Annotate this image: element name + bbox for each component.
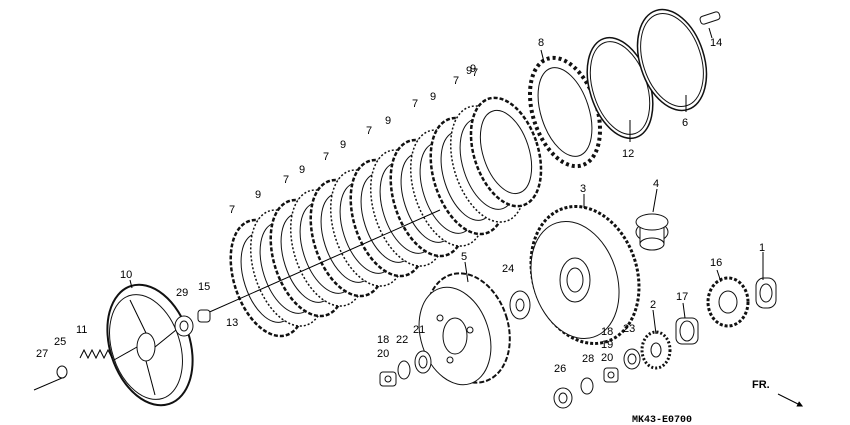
callout-13: 13 bbox=[226, 317, 238, 329]
plate-7g bbox=[469, 96, 543, 208]
callout-25: 25 bbox=[54, 336, 66, 348]
callout-9c: 9 bbox=[340, 139, 346, 151]
callout-9g: 9 bbox=[470, 63, 476, 75]
callout-7f: 7 bbox=[453, 75, 459, 87]
callout-9d: 9 bbox=[385, 115, 391, 127]
callout-26: 26 bbox=[554, 363, 566, 375]
bearing-26 bbox=[553, 387, 573, 409]
clutch-center-5 bbox=[418, 272, 511, 386]
callout-2: 2 bbox=[650, 299, 656, 311]
callout-7a: 7 bbox=[229, 204, 235, 216]
judder-plate-8 bbox=[527, 55, 603, 169]
callout-9a: 9 bbox=[255, 189, 261, 201]
callout-16: 16 bbox=[710, 257, 722, 269]
callout-10: 10 bbox=[120, 269, 132, 281]
callout-19: 19 bbox=[601, 339, 613, 351]
callout-12: 12 bbox=[622, 148, 634, 160]
callout-23: 23 bbox=[623, 323, 635, 335]
collar-4 bbox=[635, 213, 669, 251]
spring-11 bbox=[79, 348, 113, 360]
callout-6: 6 bbox=[682, 117, 688, 129]
callout-7b: 7 bbox=[283, 174, 289, 186]
callout-29: 29 bbox=[176, 287, 188, 299]
washer-25 bbox=[56, 365, 68, 379]
callout-21: 21 bbox=[413, 324, 425, 336]
wire-ring-6 bbox=[636, 8, 708, 112]
needle-bearing-1 bbox=[755, 277, 777, 309]
callout-4: 4 bbox=[653, 178, 659, 190]
direction-label: FR. bbox=[752, 379, 770, 391]
leader-lines bbox=[129, 27, 764, 335]
bolt-15 bbox=[197, 309, 211, 323]
callout-14: 14 bbox=[710, 37, 722, 49]
collar-17 bbox=[675, 317, 699, 345]
pressure-plate-10 bbox=[106, 283, 194, 407]
washer-23 bbox=[623, 348, 641, 370]
nut-20a bbox=[379, 371, 397, 387]
callout-8: 8 bbox=[538, 37, 544, 49]
callout-11: 11 bbox=[76, 324, 87, 336]
gear-2 bbox=[640, 330, 672, 370]
callout-7c: 7 bbox=[323, 151, 329, 163]
callout-7d: 7 bbox=[366, 125, 372, 137]
washer-21 bbox=[414, 350, 432, 374]
callout-15: 15 bbox=[198, 281, 210, 293]
callout-24: 24 bbox=[502, 263, 514, 275]
callout-22: 22 bbox=[396, 334, 408, 346]
callout-18a: 18 bbox=[377, 334, 389, 346]
callout-3: 3 bbox=[580, 183, 586, 195]
callout-17: 17 bbox=[676, 291, 688, 303]
callout-9e: 9 bbox=[430, 91, 436, 103]
washer-24 bbox=[509, 290, 531, 320]
callout-5: 5 bbox=[461, 251, 467, 263]
callout-7g: 7 bbox=[472, 67, 478, 79]
front-direction-arrow: FR. bbox=[752, 379, 804, 407]
callout-20a: 20 bbox=[377, 348, 389, 360]
callout-9b: 9 bbox=[299, 164, 305, 176]
gear-16 bbox=[706, 276, 750, 328]
callout-18b: 18 bbox=[601, 326, 613, 338]
callout-28: 28 bbox=[582, 353, 594, 365]
callout-20b: 20 bbox=[601, 352, 613, 364]
washer-28 bbox=[580, 377, 594, 395]
pin-14 bbox=[699, 11, 721, 25]
lifter-rod-13 bbox=[204, 209, 441, 315]
callout-labels: 1 2 3 4 5 6 7 7 7 7 7 7 7 8 9 9 9 9 9 9 … bbox=[36, 37, 765, 375]
clutch-outer-3 bbox=[529, 205, 641, 345]
callout-9f: 9 bbox=[466, 65, 472, 77]
bearing-29 bbox=[174, 315, 194, 337]
callout-1: 1 bbox=[759, 242, 765, 254]
washer-22 bbox=[397, 360, 411, 380]
callout-7e: 7 bbox=[412, 98, 418, 110]
drawing-code: MK43-E0700 bbox=[632, 415, 692, 425]
bolt-27 bbox=[33, 377, 63, 391]
nut-20b bbox=[603, 367, 619, 383]
clutch-plate-stack bbox=[229, 96, 543, 338]
seat-ring-12 bbox=[586, 36, 654, 140]
callout-27: 27 bbox=[36, 348, 48, 360]
